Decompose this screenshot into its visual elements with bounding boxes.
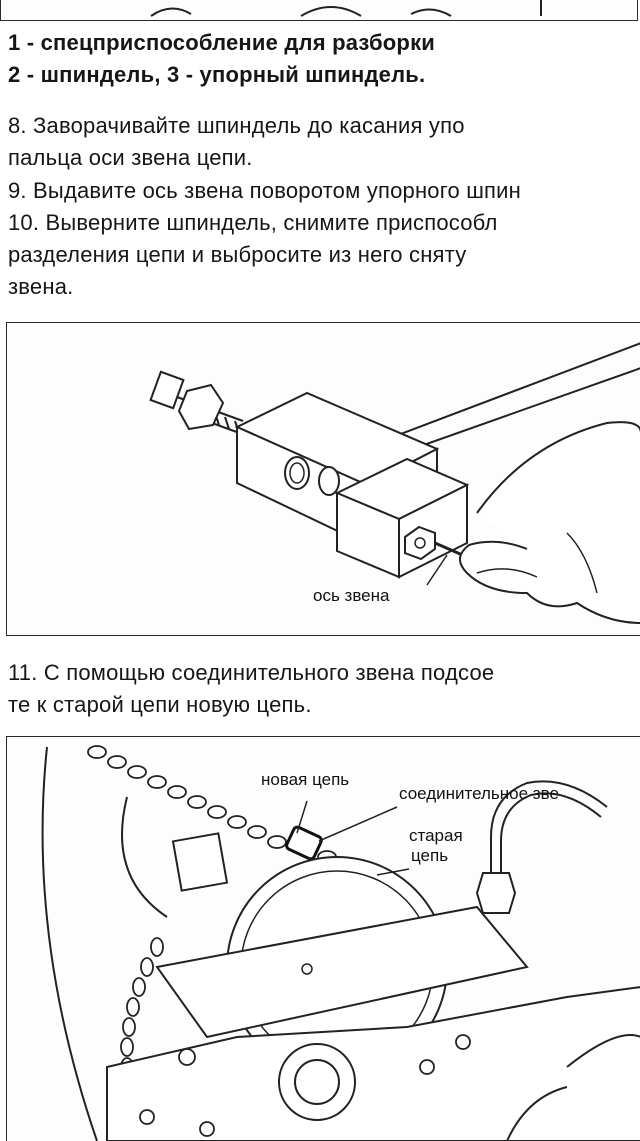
caption-line-2: 2 - шпиндель, 3 - упорный шпиндель. — [8, 62, 426, 87]
step-11-line-2: те к старой цепи новую цепь. — [8, 692, 312, 717]
axis-label: ось звена — [313, 586, 390, 605]
step-8-line-2: пальца оси звена цепи. — [8, 145, 253, 170]
step-10-line-1: 10. Выверните шпиндель, снимите приспосо… — [8, 210, 498, 235]
step-11-line-1: 11. С помощью соединительного звена подс… — [8, 660, 495, 685]
step-8-line-1: 8. Заворачивайте шпиндель до касания упо — [8, 113, 465, 138]
top-figure-fragment — [0, 0, 638, 21]
old-chain-label-2: цепь — [411, 846, 448, 865]
step-10-line-3: звена. — [8, 274, 74, 299]
figure-chain-tool: ось звена — [6, 322, 640, 636]
chain-replacement-illustration: новая цепь соединительное зве старая цеп… — [41, 745, 640, 1141]
step-10-line-2: разделения цепи и выбросите из него снят… — [8, 242, 467, 267]
old-chain-label-1: старая — [409, 826, 463, 845]
caption-line-1: 1 - спецприспособление для разборки — [8, 30, 436, 55]
new-chain-label: новая цепь — [261, 770, 349, 789]
figure-chain-replacement: новая цепь соединительное зве старая цеп… — [6, 736, 640, 1141]
chain-tool-illustration: ось звена — [149, 342, 640, 624]
connecting-link-label: соединительное зве — [399, 784, 559, 803]
top-figure-drawing — [150, 0, 542, 17]
step-9-line-1: 9. Выдавите ось звена поворотом упорного… — [8, 178, 522, 203]
